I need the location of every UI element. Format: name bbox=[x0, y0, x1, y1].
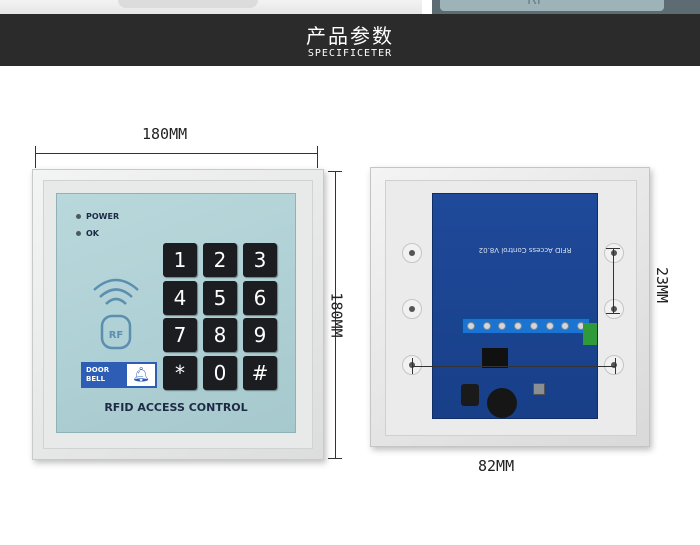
key-2[interactable]: 2 bbox=[203, 243, 237, 277]
back-width-tick-right bbox=[615, 358, 616, 374]
top-right-product-strip: RF bbox=[432, 0, 700, 14]
front-height-dimension-line bbox=[335, 171, 336, 458]
ok-indicator: OK bbox=[76, 229, 99, 238]
mount-hole bbox=[402, 299, 422, 319]
pcb-board bbox=[432, 193, 598, 419]
back-width-tick-left bbox=[412, 358, 413, 374]
hole-spacing-tick-top bbox=[606, 248, 620, 249]
doorbell-text: DOOR BELL bbox=[81, 366, 125, 384]
green-connector bbox=[583, 323, 597, 345]
pcb-label: RFID Access Control V8.02 bbox=[478, 246, 572, 254]
terminal-pin bbox=[545, 322, 554, 330]
front-height-label: 180MM bbox=[327, 292, 346, 338]
mount-hole bbox=[604, 355, 624, 375]
key-5[interactable]: 5 bbox=[203, 281, 237, 315]
product-rim bbox=[118, 0, 258, 8]
bell-icon: 🔔︎ bbox=[127, 364, 155, 386]
key-8[interactable]: 8 bbox=[203, 318, 237, 352]
key-star[interactable]: * bbox=[163, 356, 197, 390]
ok-label: OK bbox=[86, 229, 99, 238]
tactile-switch bbox=[533, 383, 545, 395]
header-title: 产品参数 bbox=[306, 24, 394, 48]
terminal-block bbox=[462, 318, 590, 334]
capacitor-component bbox=[461, 384, 479, 406]
front-height-tick-top bbox=[328, 171, 342, 172]
mount-hole bbox=[402, 243, 422, 263]
terminal-pin bbox=[498, 322, 507, 330]
back-width-label: 82MM bbox=[478, 457, 515, 475]
hole-spacing-tick-bottom bbox=[606, 313, 620, 314]
mount-hole bbox=[604, 299, 624, 319]
key-hash[interactable]: # bbox=[243, 356, 277, 390]
header-band: 产品参数 SPECIFICETER bbox=[0, 14, 700, 66]
hole-spacing-dimension-line bbox=[613, 248, 614, 313]
front-width-tick-left bbox=[35, 146, 36, 168]
rfid-card-icon: RF bbox=[93, 278, 139, 350]
doorbell-button[interactable]: DOOR BELL 🔔︎ bbox=[81, 362, 157, 388]
buzzer-component bbox=[487, 388, 517, 418]
ok-led-icon bbox=[76, 231, 81, 236]
terminal-pin bbox=[529, 322, 538, 330]
front-width-dimension-line bbox=[35, 153, 317, 154]
terminal-pin bbox=[514, 322, 523, 330]
power-label: POWER bbox=[86, 212, 120, 221]
key-7[interactable]: 7 bbox=[163, 318, 197, 352]
doorbell-line1: DOOR bbox=[86, 366, 110, 374]
rf-strip-text: RF bbox=[527, 0, 545, 8]
key-6[interactable]: 6 bbox=[243, 281, 277, 315]
terminal-pin bbox=[466, 322, 475, 330]
relay-component bbox=[482, 348, 508, 368]
terminal-pin bbox=[561, 322, 570, 330]
key-0[interactable]: 0 bbox=[203, 356, 237, 390]
product-face-strip bbox=[440, 0, 664, 11]
front-height-tick-bottom bbox=[328, 458, 342, 459]
doorbell-line2: BELL bbox=[86, 375, 106, 383]
mount-hole bbox=[604, 243, 624, 263]
key-9[interactable]: 9 bbox=[243, 318, 277, 352]
power-indicator: POWER bbox=[76, 212, 119, 221]
key-1[interactable]: 1 bbox=[163, 243, 197, 277]
hole-spacing-label: 23MM bbox=[653, 266, 672, 304]
front-width-tick-right bbox=[317, 146, 318, 168]
key-4[interactable]: 4 bbox=[163, 281, 197, 315]
front-width-label: 180MM bbox=[142, 125, 188, 143]
key-3[interactable]: 3 bbox=[243, 243, 277, 277]
power-led-icon bbox=[76, 214, 81, 219]
brand-label: RFID ACCESS CONTROL bbox=[104, 401, 248, 414]
terminal-pin bbox=[482, 322, 491, 330]
top-left-product-strip bbox=[0, 0, 422, 14]
back-width-dimension-line bbox=[412, 366, 615, 367]
rf-badge-text: RF bbox=[109, 330, 124, 341]
header-subtitle: SPECIFICETER bbox=[307, 48, 393, 59]
